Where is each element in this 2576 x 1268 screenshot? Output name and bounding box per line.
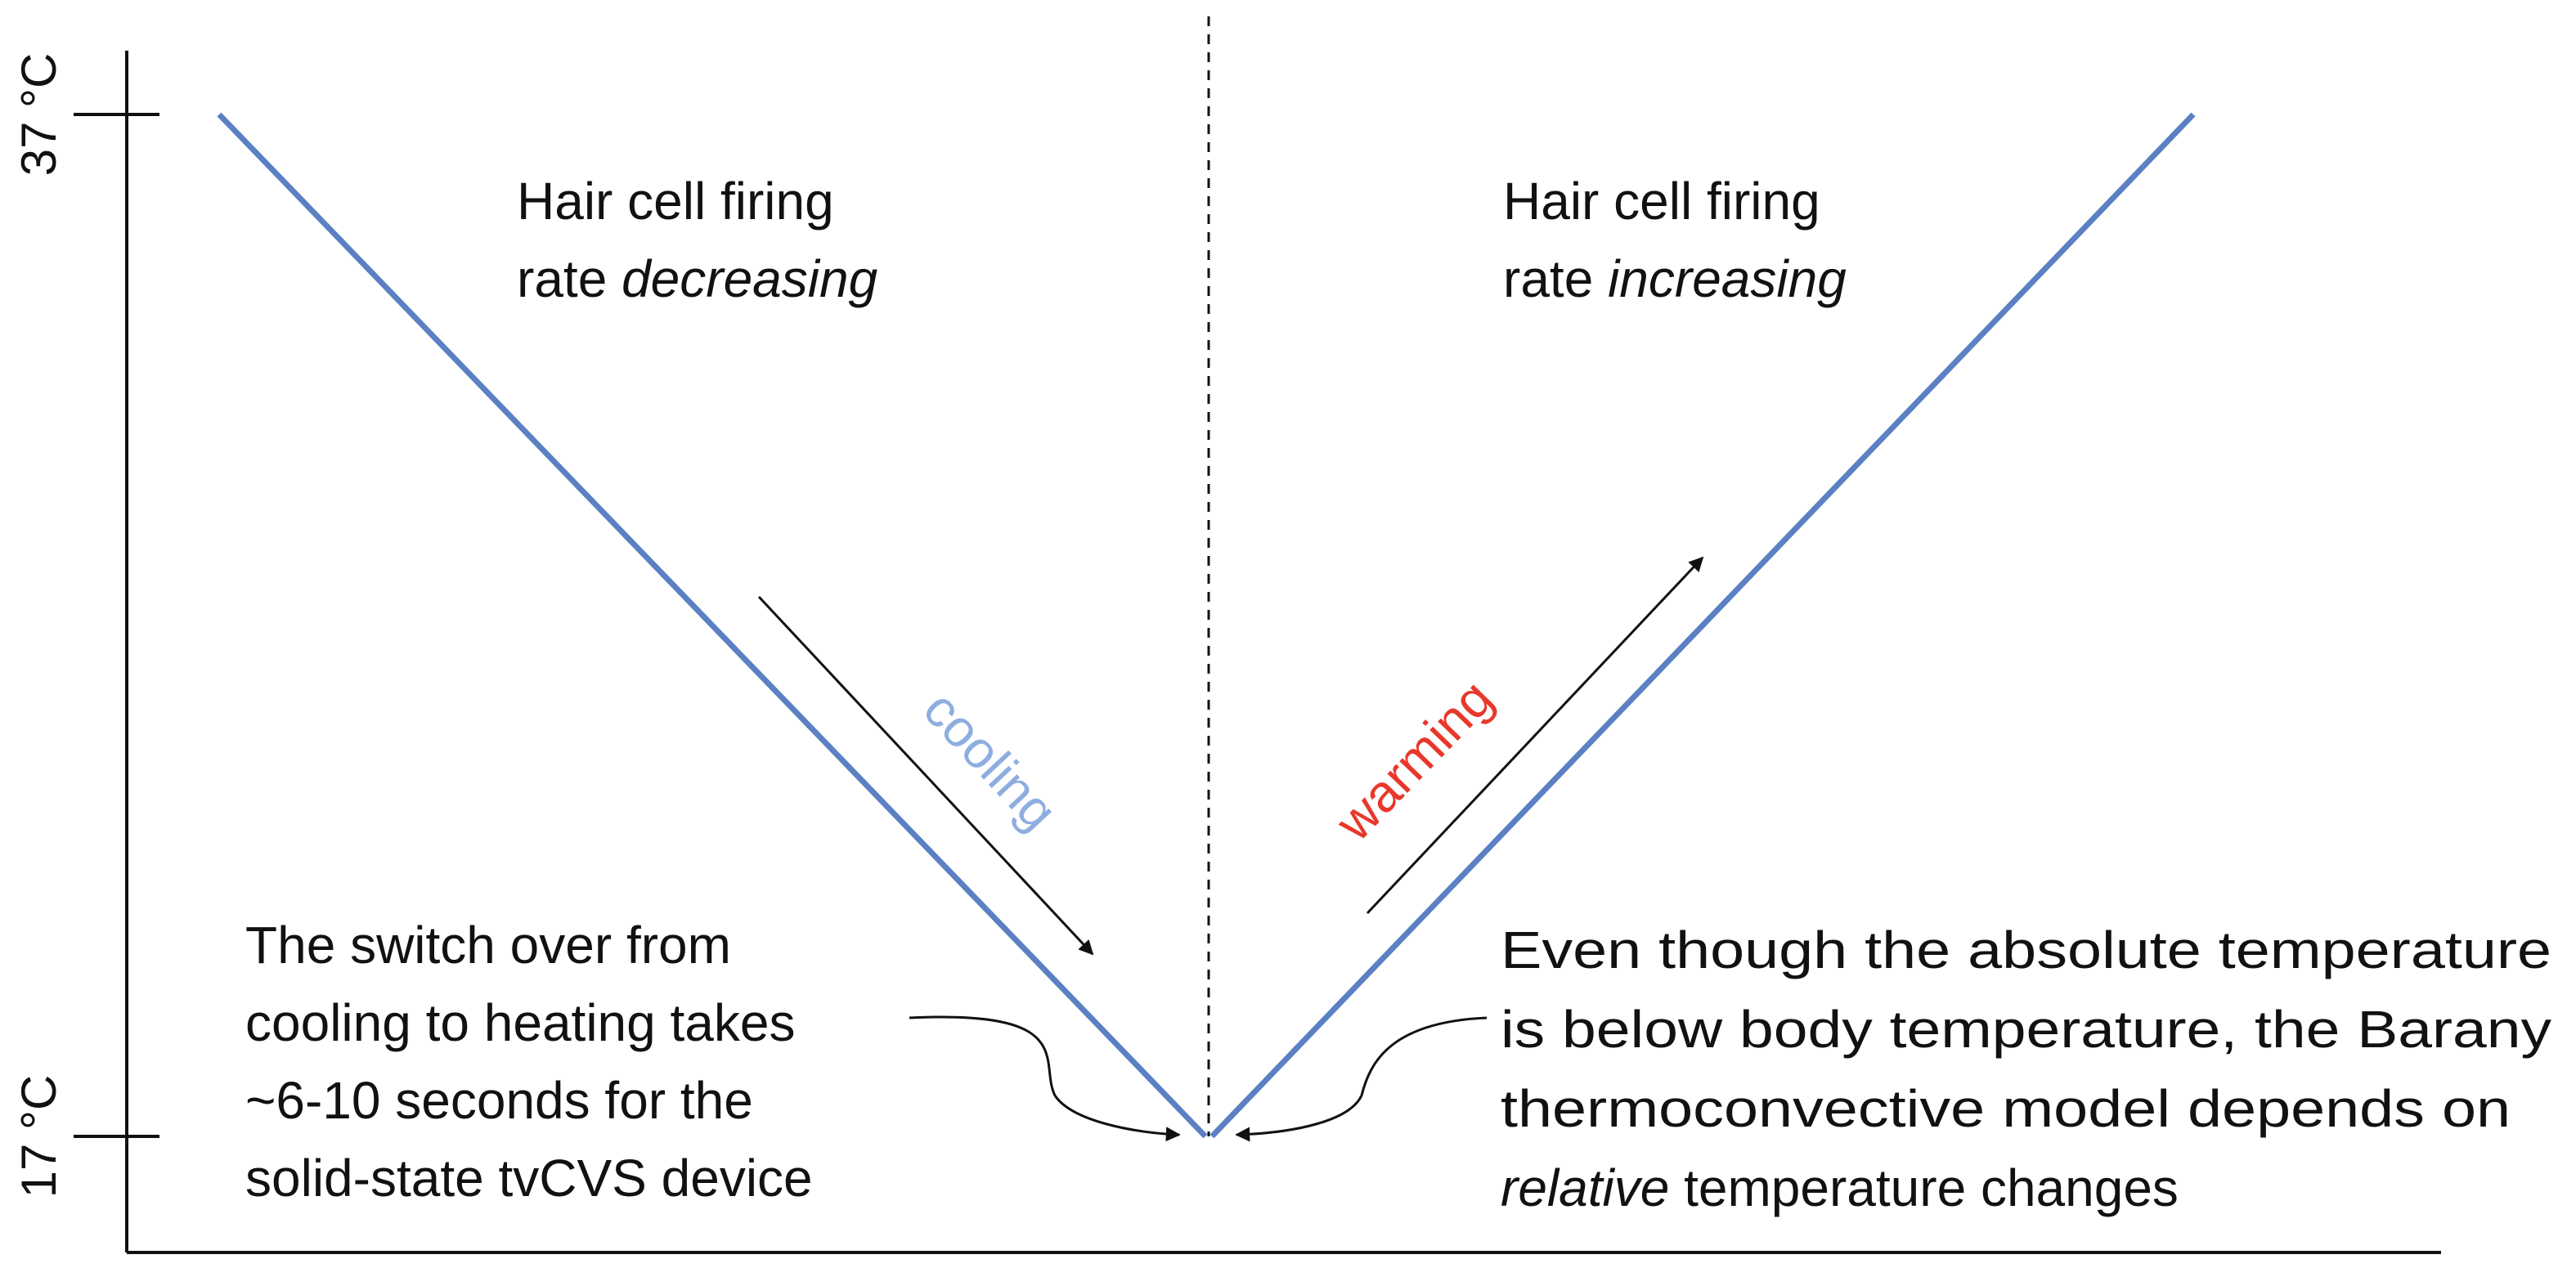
right-note-line: is below body temperature, the Barany (1501, 1000, 2551, 1059)
right-note: Even though the absolute temperature (1501, 921, 2551, 979)
left-panel-title: Hair cell firing rate decreasing (517, 172, 878, 308)
right-note: thermoconvective model depends on (1501, 1079, 2511, 1138)
y-tick-label-top: 37 °C (11, 53, 66, 177)
left-note-arrow (909, 1015, 1181, 1142)
y-tick-label-bottom: 17 °C (11, 1075, 66, 1199)
cooling-direction-arrow (757, 595, 1094, 956)
right-title-line2-prefix: rate (1503, 249, 1608, 308)
left-title-line2-emph: decreasing (622, 249, 878, 308)
left-title-line2-prefix: rate (517, 249, 622, 308)
right-note-line: thermoconvective model depends on (1501, 1079, 2511, 1138)
right-note: relative temperature changes (1501, 1158, 2179, 1217)
right-note-line: Even though the absolute temperature (1501, 921, 2551, 979)
right-note-last-emph: relative (1501, 1158, 1669, 1217)
left-note-line: solid-state tvCVS device (245, 1149, 813, 1208)
cooling-temperature-line (217, 112, 1208, 1139)
warming-label: warming (1324, 669, 1504, 853)
right-panel-title: Hair cell firing rate increasing (1503, 172, 1847, 308)
right-note-arrow (1235, 1016, 1488, 1142)
left-title-line1: Hair cell firing (517, 172, 834, 231)
cooling-label: cooling (913, 679, 1069, 840)
left-note-line: ~6-10 seconds for the (245, 1071, 753, 1130)
right-note: is below body temperature, the Barany (1501, 1000, 2551, 1059)
warming-direction-arrow (1366, 556, 1704, 915)
left-note: The switch over from cooling to heating … (245, 916, 813, 1208)
right-title-line2-emph: increasing (1608, 249, 1847, 308)
left-note-line: cooling to heating takes (245, 993, 795, 1052)
right-note-last-rest: temperature changes (1669, 1158, 2179, 1217)
left-note-line: The switch over from (245, 916, 731, 975)
right-title-line1: Hair cell firing (1503, 172, 1820, 231)
warming-temperature-line (1209, 112, 2196, 1139)
